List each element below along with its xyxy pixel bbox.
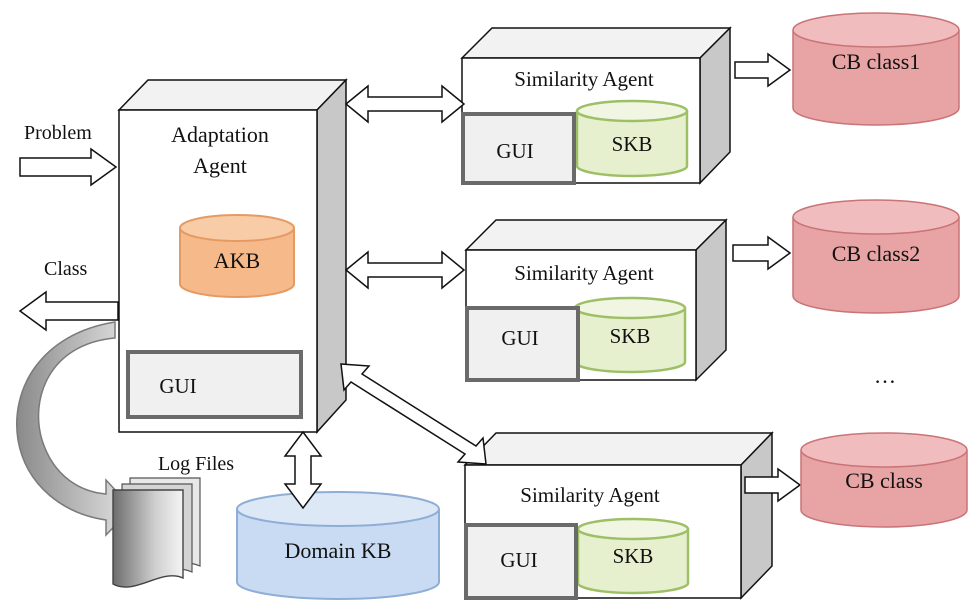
similarity2-cb-arrow bbox=[732, 235, 792, 271]
adaptation-similarity2-arrow bbox=[344, 250, 466, 290]
cb-class2-body bbox=[792, 217, 960, 314]
skb-3-cylinder-top bbox=[576, 517, 690, 541]
adaptation-agent-title-line1: Adaptation bbox=[171, 122, 269, 147]
cb-class2-top bbox=[792, 199, 960, 235]
skb-1-label: SKB bbox=[612, 132, 653, 156]
akb-database: AKB bbox=[179, 214, 295, 298]
class-output: Class bbox=[18, 258, 119, 332]
skb-1-cylinder-top bbox=[575, 99, 689, 123]
similarity1-cb-arrow bbox=[734, 52, 792, 88]
more-classes-ellipsis: … bbox=[874, 363, 896, 388]
cb-class-n-body bbox=[800, 450, 968, 528]
adaptation-agent: Adaptation Agent AKB GUI bbox=[117, 78, 348, 434]
similarity-agent-2-top bbox=[464, 219, 728, 251]
skb-1-cylinder-body bbox=[575, 111, 689, 178]
gui-1-label: GUI bbox=[496, 139, 533, 163]
cb-class1-label: CB class1 bbox=[832, 49, 921, 74]
similarity-agent-3-top bbox=[463, 432, 774, 466]
skb-2-label: SKB bbox=[610, 324, 651, 348]
cb-class2-database: CB class2 bbox=[792, 199, 960, 314]
domain-kb-database: Domain KB bbox=[236, 491, 440, 600]
class-arrow bbox=[18, 290, 119, 332]
similarity-agent-2: Similarity Agent SKB GUI bbox=[464, 218, 728, 382]
similarity-agent-3: Similarity Agent SKB GUI bbox=[463, 431, 774, 600]
skb-2-cylinder-top bbox=[573, 296, 687, 320]
adaptation-gui-label: GUI bbox=[159, 374, 196, 398]
log-files: Log Files bbox=[112, 453, 234, 588]
gui-1-box bbox=[461, 112, 576, 185]
gui-2-box bbox=[465, 306, 580, 382]
class-label: Class bbox=[44, 258, 88, 280]
akb-label: AKB bbox=[214, 248, 260, 273]
skb-3-cylinder-body bbox=[576, 529, 690, 595]
adaptation-agent-top bbox=[117, 79, 348, 111]
adaptation-domainkb-arrow bbox=[283, 430, 323, 510]
cb-class-n-top bbox=[800, 432, 968, 468]
gui-2-label: GUI bbox=[501, 326, 538, 350]
domain-kb-top bbox=[236, 491, 440, 527]
gui-3-label: GUI bbox=[500, 548, 537, 572]
cb-class-n-label: CB class bbox=[845, 468, 923, 493]
cb-class2-label: CB class2 bbox=[832, 241, 921, 266]
log-files-label: Log Files bbox=[158, 453, 234, 475]
log-curved-arrow bbox=[16, 321, 134, 537]
cb-class1-database: CB class1 bbox=[792, 12, 960, 126]
similarity-agent-3-title: Similarity Agent bbox=[520, 483, 660, 507]
similarity-agent-1: Similarity Agent SKB GUI bbox=[460, 26, 732, 185]
cb-class1-top bbox=[792, 12, 960, 48]
similarity3-cb-arrow bbox=[744, 467, 802, 503]
similarity-agent-2-title: Similarity Agent bbox=[514, 261, 654, 285]
cb-class-n-database: CB class bbox=[800, 432, 968, 528]
adaptation-agent-title-line2: Agent bbox=[193, 153, 247, 178]
akb-cylinder-top bbox=[179, 214, 295, 242]
adaptation-agent-side bbox=[316, 78, 347, 434]
domain-kb-label: Domain KB bbox=[285, 538, 392, 563]
adaptation-similarity3-arrow bbox=[340, 363, 487, 465]
skb-3-label: SKB bbox=[613, 544, 654, 568]
problem-arrow bbox=[19, 147, 118, 187]
log-document-front bbox=[112, 489, 184, 588]
similarity-agent-1-top bbox=[460, 27, 732, 59]
cb-class1-body bbox=[792, 30, 960, 126]
log-arrow-shape bbox=[16, 321, 134, 537]
akb-cylinder-body bbox=[179, 228, 295, 298]
adaptation-gui-box bbox=[126, 350, 303, 419]
problem-input: Problem bbox=[19, 122, 118, 187]
similarity-agent-1-title: Similarity Agent bbox=[514, 67, 654, 91]
domain-kb-body bbox=[236, 509, 440, 600]
gui-3-box bbox=[464, 523, 578, 600]
problem-label: Problem bbox=[24, 122, 92, 144]
adaptation-similarity1-arrow bbox=[344, 84, 466, 124]
